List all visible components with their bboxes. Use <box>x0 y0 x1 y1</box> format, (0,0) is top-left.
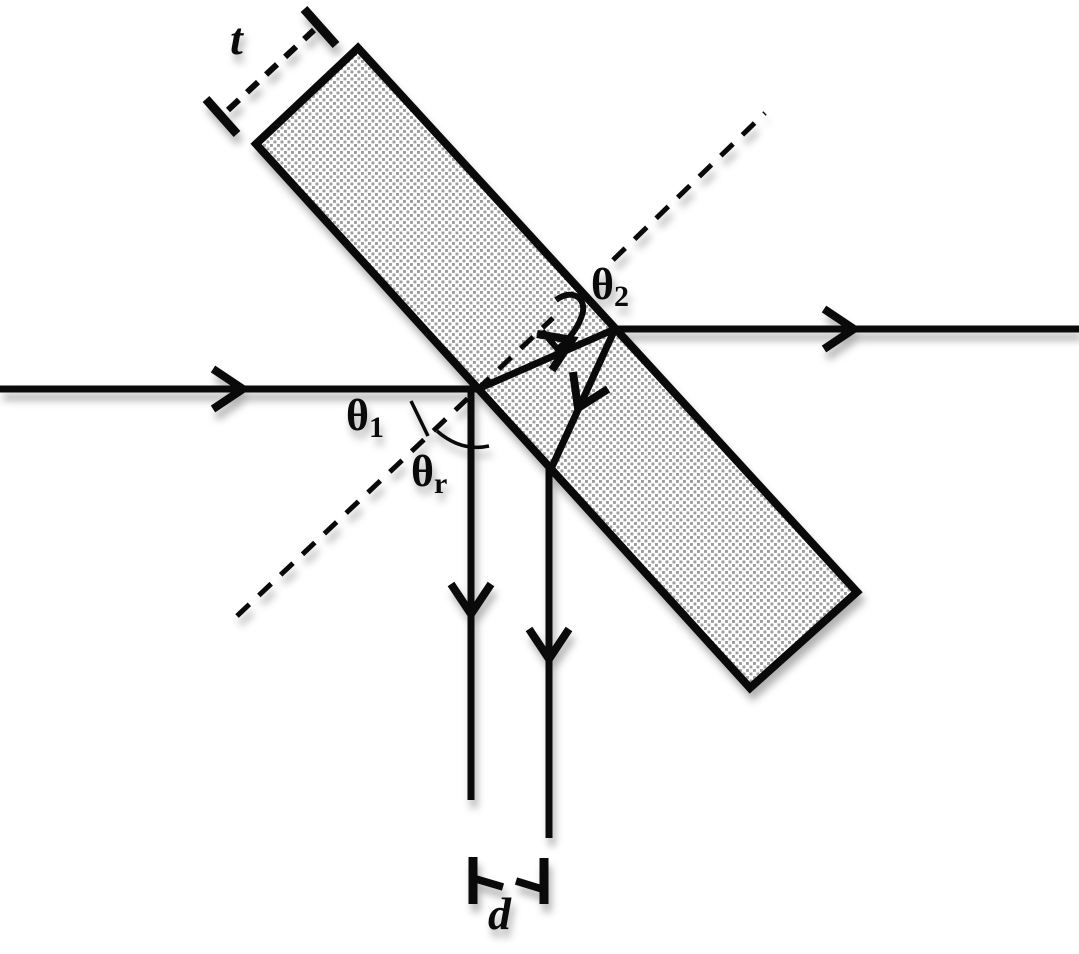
theta1-symbol: θ <box>346 391 369 440</box>
theta-r-label: θr <box>411 447 447 500</box>
second-transmitted-ray-arrowhead <box>525 626 573 667</box>
theta2-curved-arrow <box>554 291 586 351</box>
theta2-label: θ2 <box>591 260 629 313</box>
theta1-tick <box>409 400 430 437</box>
theta1-subscript: 1 <box>369 411 384 444</box>
theta-r-symbol: θ <box>411 447 434 496</box>
theta2-subscript: 2 <box>614 280 629 313</box>
thickness-dashed-line <box>225 27 317 113</box>
thickness-label: t <box>230 13 244 64</box>
thickness-dimension-marker <box>202 6 340 137</box>
thickness-end-bar-right <box>300 6 340 48</box>
theta1-label: θ1 <box>346 391 384 444</box>
entry-normal-dashed-line <box>235 316 555 618</box>
theta-r-arc <box>435 429 490 450</box>
exit-normal-dashed-line <box>611 111 767 262</box>
theta-r-subscript: r <box>434 467 447 500</box>
refracted-ray <box>476 325 617 393</box>
displacement-dimension-marker <box>468 857 549 904</box>
theta2-arrow-tick <box>539 329 564 355</box>
displacement-label: d <box>488 888 512 939</box>
displacement-tick-right <box>514 877 544 893</box>
displacement-tick-left <box>474 875 505 891</box>
theta2-symbol: θ <box>591 260 614 309</box>
incident-ray-arrowhead <box>210 365 251 413</box>
reflected-ray-arrowhead <box>447 581 495 622</box>
internal-reflected-ray <box>547 327 619 471</box>
internal-reflected-ray-arrowhead <box>569 371 611 415</box>
transmitted-ray-arrowhead <box>821 305 862 353</box>
thickness-end-bar-left <box>202 96 241 137</box>
